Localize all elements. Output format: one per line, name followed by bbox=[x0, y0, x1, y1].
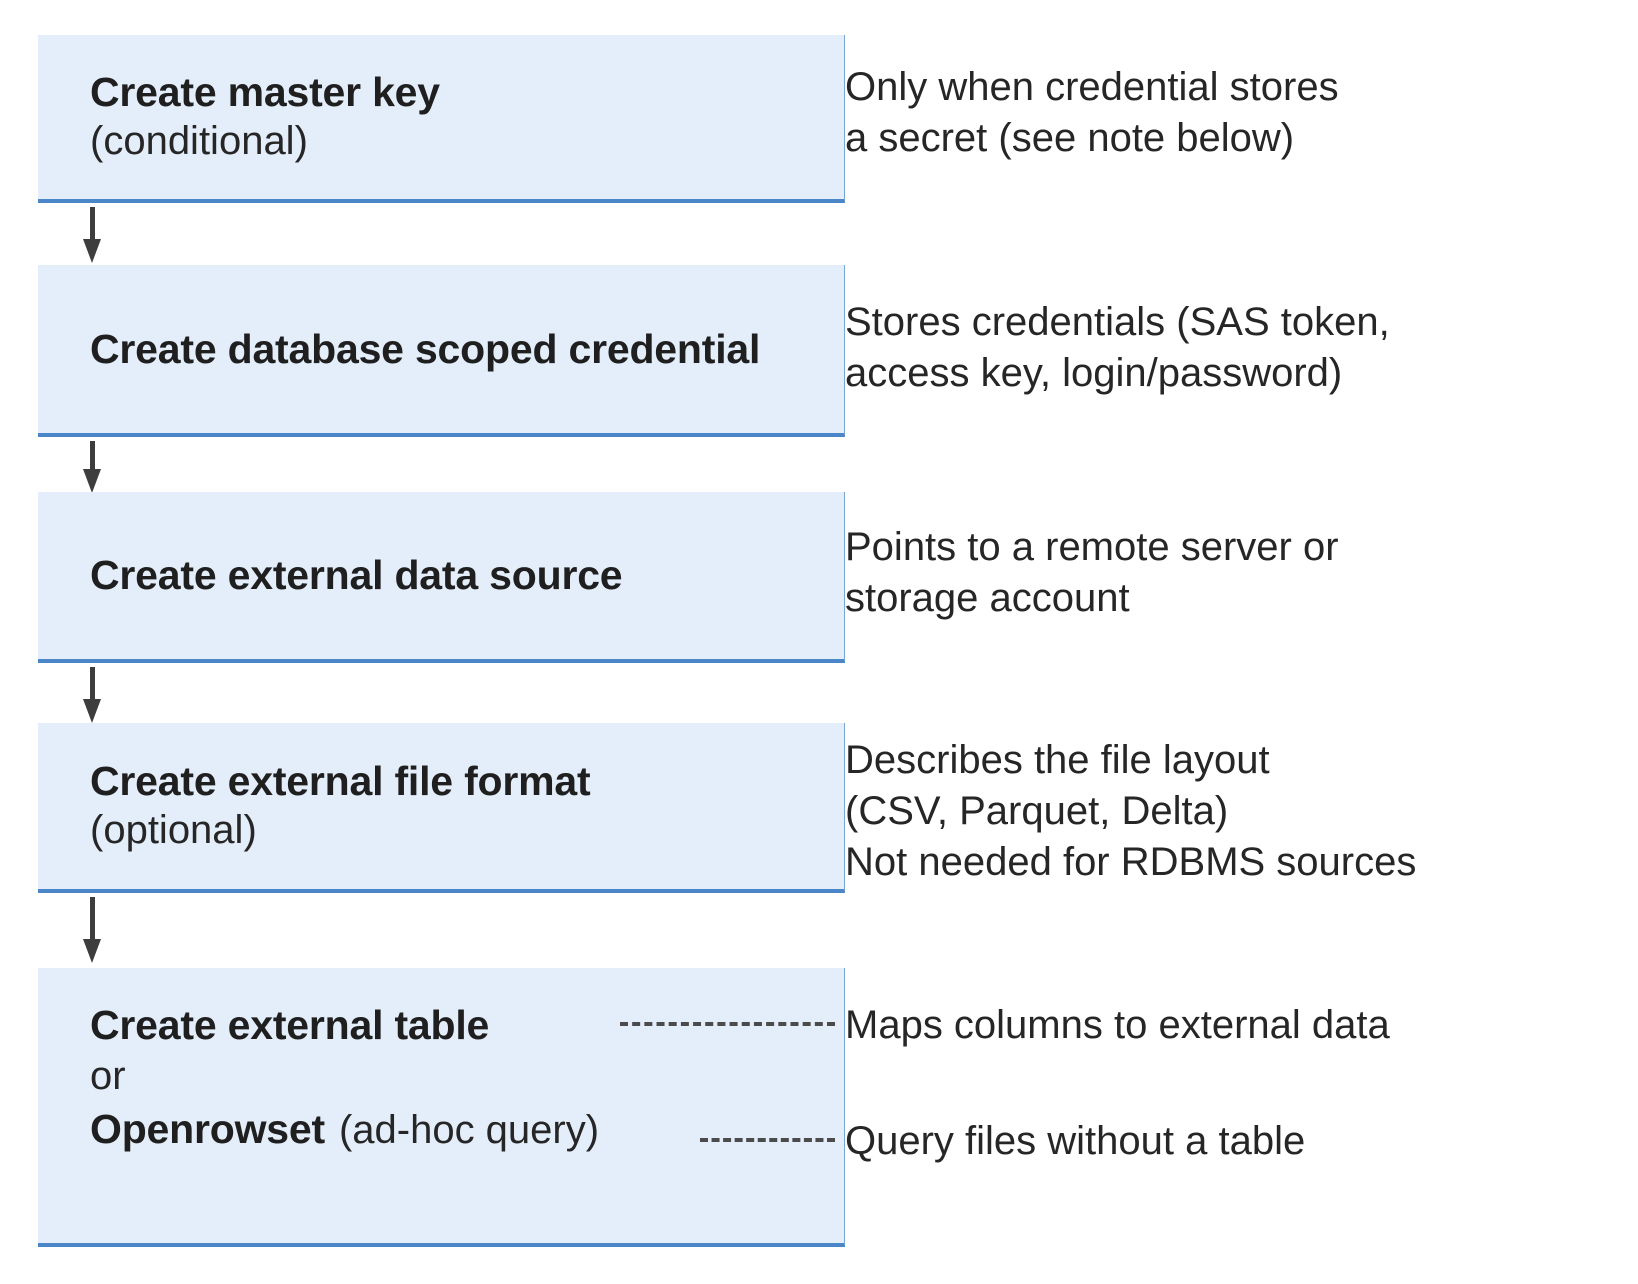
step-box-create-database-scoped-credential[interactable]: Create database scoped credential bbox=[38, 265, 845, 437]
step-title: Create external data source bbox=[90, 552, 623, 599]
arrow-down-icon-4 bbox=[83, 897, 101, 965]
arrow-down-icon-3 bbox=[83, 667, 101, 723]
step-subtitle: (conditional) bbox=[90, 119, 308, 164]
step-box-create-external-data-source[interactable]: Create external data source bbox=[38, 492, 845, 663]
step-title: Create database scoped credential bbox=[90, 325, 761, 372]
dashed-connector-openrowset bbox=[700, 1138, 835, 1142]
step-note-create-master-key: Only when credential stores a secret (se… bbox=[845, 65, 1339, 161]
step-note-create-external-data-source: Points to a remote server or storage acc… bbox=[845, 525, 1339, 621]
step-box-create-master-key[interactable]: Create master key (conditional) bbox=[38, 35, 845, 203]
step-note-create-database-scoped-credential: Stores credentials (SAS token, access ke… bbox=[845, 300, 1390, 396]
arrow-down-icon-2 bbox=[83, 441, 101, 493]
step-title-openrowset-line: Openrowset (ad-hoc query) bbox=[90, 1104, 830, 1154]
step-title: Create external file format bbox=[90, 758, 591, 805]
step-title: Create master key bbox=[90, 69, 440, 116]
step-note-create-external-file-format: Describes the file layout (CSV, Parquet,… bbox=[845, 738, 1417, 885]
step-separator-or: or bbox=[90, 1054, 126, 1099]
step-title-openrowset: Openrowset bbox=[90, 1105, 325, 1152]
step-box-create-external-file-format[interactable]: Create external file format (optional) bbox=[38, 723, 845, 893]
step-subtitle: (optional) bbox=[90, 808, 257, 853]
step-note-openrowset: Query files without a table bbox=[845, 1119, 1306, 1163]
step-note-create-external-table: Maps columns to external data bbox=[845, 1003, 1390, 1047]
dashed-connector-external-table bbox=[620, 1022, 835, 1026]
arrow-down-icon-1 bbox=[83, 207, 101, 263]
step-title: Create external table bbox=[90, 1002, 490, 1048]
step-title-openrowset-qualifier: (ad-hoc query) bbox=[338, 1107, 600, 1152]
step-box-create-external-table-or-openrowset[interactable]: Create external table or Openrowset (ad-… bbox=[38, 968, 845, 1247]
